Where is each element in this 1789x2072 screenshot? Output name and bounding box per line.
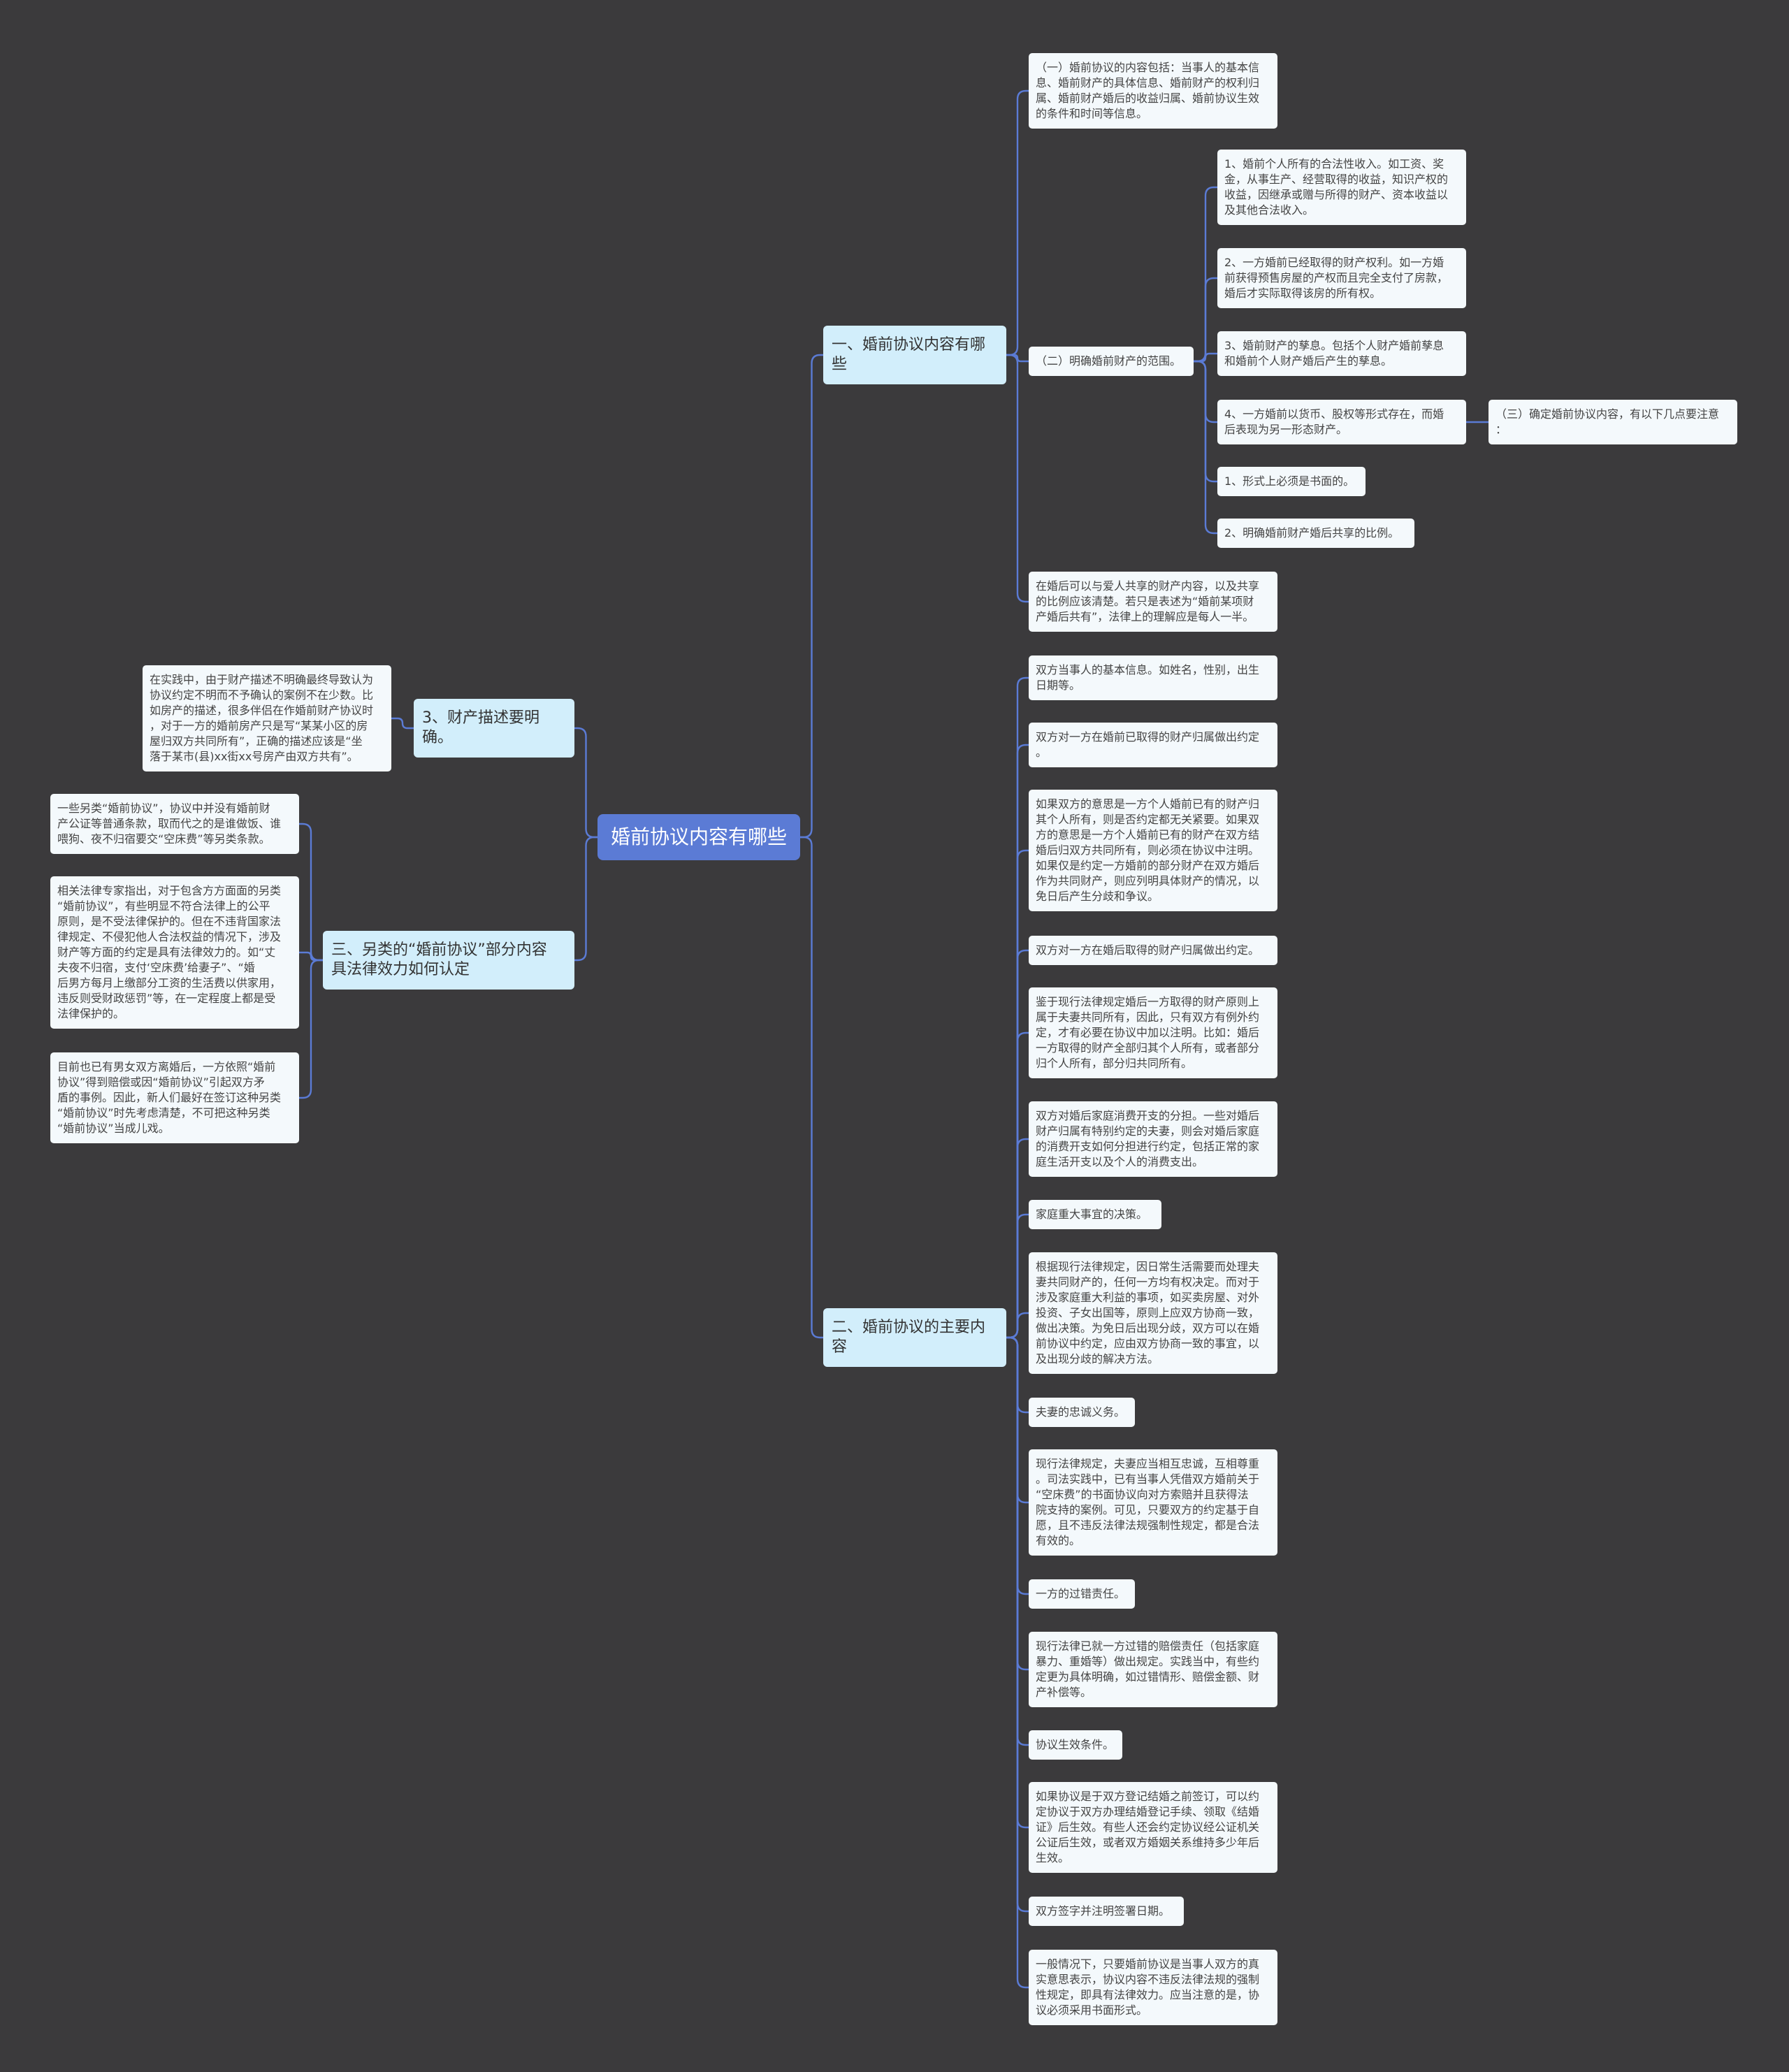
leaf-postmarital-ownership[interactable]: 双方对一方在婚后取得的财产归属做出约定。 (1029, 936, 1277, 965)
connector-branch-property-description (574, 727, 597, 839)
connector-leaf-sharing-ratio (1194, 360, 1217, 535)
connector-branch-unusual-prenup (574, 836, 597, 962)
leaf-determine-contents[interactable]: （三）确定婚前协议内容，有以下几点要注意 ： (1489, 400, 1737, 444)
leaf-unusual-clauses[interactable]: 一些另类“婚前协议”，协议中并没有婚前财 产公证等普通条款，取而代之的是谁做饭、… (50, 794, 299, 854)
leaf-postmarital-detail[interactable]: 鉴于现行法律规定婚后一方取得的财产原则上 属于夫妻共同所有，因此，只有双方有例外… (1029, 987, 1277, 1078)
leaf-premarital-ownership[interactable]: 双方对一方在婚前已取得的财产归属做出约定 。 (1029, 723, 1277, 767)
leaf-property-description-detail[interactable]: 在实践中，由于财产描述不明确最终导致认为 协议约定不明而不予确认的案例不在少数。… (143, 665, 391, 771)
connector-leaf-content-includes (1006, 89, 1029, 356)
connector-leaf-scope-property-rights (1194, 277, 1217, 363)
connector-leaf-property-scope (1006, 354, 1029, 363)
leaf-basic-info[interactable]: 双方当事人的基本信息。如姓名，性别，出生 日期等。 (1029, 655, 1277, 700)
leaf-effective-detail[interactable]: 如果协议是于双方登记结婚之前签订，可以约 定协议于双方办理结婚登记手续、领取《结… (1029, 1782, 1277, 1873)
branch-unusual-prenup[interactable]: 三、另类的“婚前协议”部分内容 具法律效力如何认定 (323, 931, 574, 990)
leaf-signature-date[interactable]: 双方签字并注明签署日期。 (1029, 1897, 1184, 1926)
leaf-scope-income[interactable]: 1、婚前个人所有的合法性收入。如工资、奖 金，从事生产、经营取得的收益，知识产权… (1217, 150, 1466, 225)
leaf-major-decisions[interactable]: 家庭重大事宜的决策。 (1029, 1200, 1161, 1229)
leaf-legal-effect[interactable]: 一般情况下，只要婚前协议是当事人双方的真 实意思表示，协议内容不违反法律法规的强… (1029, 1950, 1277, 2025)
connector-leaf-decisions-detail (1006, 1312, 1029, 1339)
connector-branch-main-contents (800, 836, 823, 1339)
connector-leaf-property-description-detail (391, 717, 414, 730)
leaf-written-form[interactable]: 1、形式上必须是书面的。 (1217, 467, 1366, 496)
connector-leaf-sharing-explanation (1006, 354, 1029, 603)
leaf-fault-detail[interactable]: 现行法律已就一方过错的赔偿责任（包括家庭 暴力、重婚等）做出规定。实践当中，有些… (1029, 1632, 1277, 1707)
branch-main-contents[interactable]: 二、婚前协议的主要内容 (823, 1308, 1006, 1367)
leaf-scope-property-rights[interactable]: 2、一方婚前已经取得的财产权利。如一方婚 前获得预售房屋的产权而且完全支付了房款… (1217, 248, 1466, 308)
leaf-scope-form-change[interactable]: 4、一方婚前以货币、股权等形式存在，而婚 后表现为另一形态财产。 (1217, 400, 1466, 444)
connector-leaf-legal-effect (1006, 1336, 1029, 1989)
root-topic[interactable]: 婚前协议内容有哪些 (597, 814, 800, 860)
leaf-divorce-cases[interactable]: 目前也已有男女双方离婚后，一方依照“婚前 协议”得到赔偿或因“婚前协议”引起双方… (50, 1052, 299, 1143)
leaf-property-scope[interactable]: （二）明确婚前财产的范围。 (1029, 347, 1194, 376)
branch-prenup-contents[interactable]: 一、婚前协议内容有哪些 (823, 326, 1006, 384)
leaf-expert-opinion[interactable]: 相关法律专家指出，对于包含方方面面的另类 “婚前协议”，有些明显不符合法律上的公… (50, 876, 299, 1029)
leaf-effective-conditions[interactable]: 协议生效条件。 (1029, 1730, 1122, 1760)
leaf-sharing-explanation[interactable]: 在婚后可以与爱人共享的财产内容，以及共享 的比例应该清楚。若只是表述为“婚前某项… (1029, 572, 1277, 632)
connector-leaf-scope-interest (1194, 352, 1217, 363)
leaf-content-includes[interactable]: （一）婚前协议的内容包括：当事人的基本信 息、婚前财产的具体信息、婚前财产的权利… (1029, 53, 1277, 129)
leaf-expense-sharing[interactable]: 双方对婚后家庭消费开支的分担。一些对婚后 财产归属有特别约定的夫妻，则会对婚后家… (1029, 1101, 1277, 1177)
connector-leaf-divorce-cases (299, 959, 323, 1099)
leaf-sharing-ratio[interactable]: 2、明确婚前财产婚后共享的比例。 (1217, 519, 1414, 548)
leaf-loyalty-duty[interactable]: 夫妻的忠诚义务。 (1029, 1398, 1135, 1427)
leaf-fault-liability[interactable]: 一方的过错责任。 (1029, 1579, 1135, 1609)
leaf-decisions-detail[interactable]: 根据现行法律规定，因日常生活需要而处理夫 妻共同财产的，任何一方均有权决定。而对… (1029, 1252, 1277, 1374)
leaf-loyalty-detail[interactable]: 现行法律规定，夫妻应当相互忠诚，互相尊重 。司法实践中，已有当事人凭借双方婚前关… (1029, 1449, 1277, 1556)
branch-property-description[interactable]: 3、财产描述要明确。 (414, 699, 574, 758)
connector-leaf-expert-opinion (299, 951, 323, 962)
connector-branch-prenup-contents (800, 354, 823, 839)
leaf-premarital-detail[interactable]: 如果双方的意思是一方个人婚前已有的财产归 其个人所有，则是否约定都无关紧要。如果… (1029, 790, 1277, 911)
leaf-scope-interest[interactable]: 3、婚前财产的孳息。包括个人财产婚前孳息 和婚前个人财产婚后产生的孳息。 (1217, 331, 1466, 376)
connector-leaf-unusual-clauses (299, 823, 323, 962)
